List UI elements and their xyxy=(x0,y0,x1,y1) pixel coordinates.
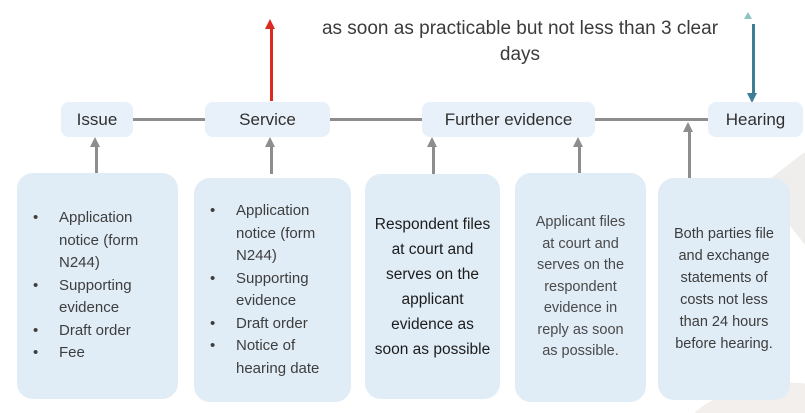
service-bullet-list: • Application notice (form N244) • Suppo… xyxy=(194,200,351,380)
bullet-icon: • xyxy=(210,202,216,219)
list-item: • Notice of hearing date xyxy=(207,335,347,380)
bullet-icon: • xyxy=(210,337,216,354)
stage-node-issue: Issue xyxy=(61,102,133,137)
stage-node-hearing: Hearing xyxy=(708,102,803,137)
applicant-reply-text: Applicant files at court and serves on t… xyxy=(535,214,626,360)
stage-label-hearing: Hearing xyxy=(725,109,786,129)
list-item: • Supporting evidence xyxy=(30,275,174,320)
list-item: • Draft order xyxy=(30,320,174,343)
detail-box-statements-of-costs: Both parties file and exchange statement… xyxy=(658,178,790,400)
bullet-icon: • xyxy=(33,276,39,294)
list-item: • Application notice (form N244) xyxy=(207,200,347,268)
up-arrow-line xyxy=(432,146,435,175)
up-arrowhead-icon xyxy=(683,122,693,132)
up-arrowhead-icon xyxy=(573,137,583,147)
red-arrow-line xyxy=(270,29,273,101)
issue-bullet-list: • Application notice (form N244) • Suppo… xyxy=(17,207,178,365)
detail-box-issue: • Application notice (form N244) • Suppo… xyxy=(17,173,178,399)
list-item: • Application notice (form N244) xyxy=(30,207,174,275)
stage-node-further-evidence: Further evidence xyxy=(422,102,595,137)
up-arrow-line xyxy=(270,146,273,174)
list-item: • Draft order xyxy=(207,313,347,336)
stage-label-issue: Issue xyxy=(76,109,118,129)
timing-annotation-line1: as soon as practicable but not less than… xyxy=(321,18,719,39)
list-item: • Supporting evidence xyxy=(207,268,347,313)
detail-box-service: • Application notice (form N244) • Suppo… xyxy=(194,178,351,402)
stage-label-further-evidence: Further evidence xyxy=(444,109,573,129)
up-arrowhead-icon xyxy=(427,137,437,147)
timing-annotation: as soon as practicable but not less than… xyxy=(278,16,762,68)
bullet-icon: • xyxy=(33,321,39,339)
list-item: • Fee xyxy=(30,342,174,365)
red-up-arrowhead-icon xyxy=(265,19,275,29)
up-arrow-line xyxy=(578,146,581,174)
bullet-icon: • xyxy=(210,269,216,287)
respondent-evidence-text: Respondent files at court and serves on … xyxy=(374,215,491,358)
up-arrow-line xyxy=(95,146,98,174)
statements-of-costs-text: Both parties file and exchange statement… xyxy=(674,226,774,352)
stage-label-service: Service xyxy=(239,109,296,129)
stage-node-service: Service xyxy=(205,102,330,137)
up-arrow-line xyxy=(688,131,691,179)
detail-box-applicant-reply: Applicant files at court and serves on t… xyxy=(515,173,646,402)
teal-arrow-line xyxy=(752,24,755,94)
bullet-icon: • xyxy=(210,314,216,332)
bullet-icon: • xyxy=(33,344,39,362)
up-arrowhead-icon xyxy=(90,137,100,147)
bullet-icon: • xyxy=(33,209,39,227)
teal-down-arrowhead-icon xyxy=(747,93,757,103)
teal-small-triangle-icon xyxy=(744,12,752,19)
up-arrowhead-icon xyxy=(265,137,275,147)
timing-annotation-line2: days xyxy=(499,44,541,65)
detail-box-respondent-evidence: Respondent files at court and serves on … xyxy=(365,174,500,399)
